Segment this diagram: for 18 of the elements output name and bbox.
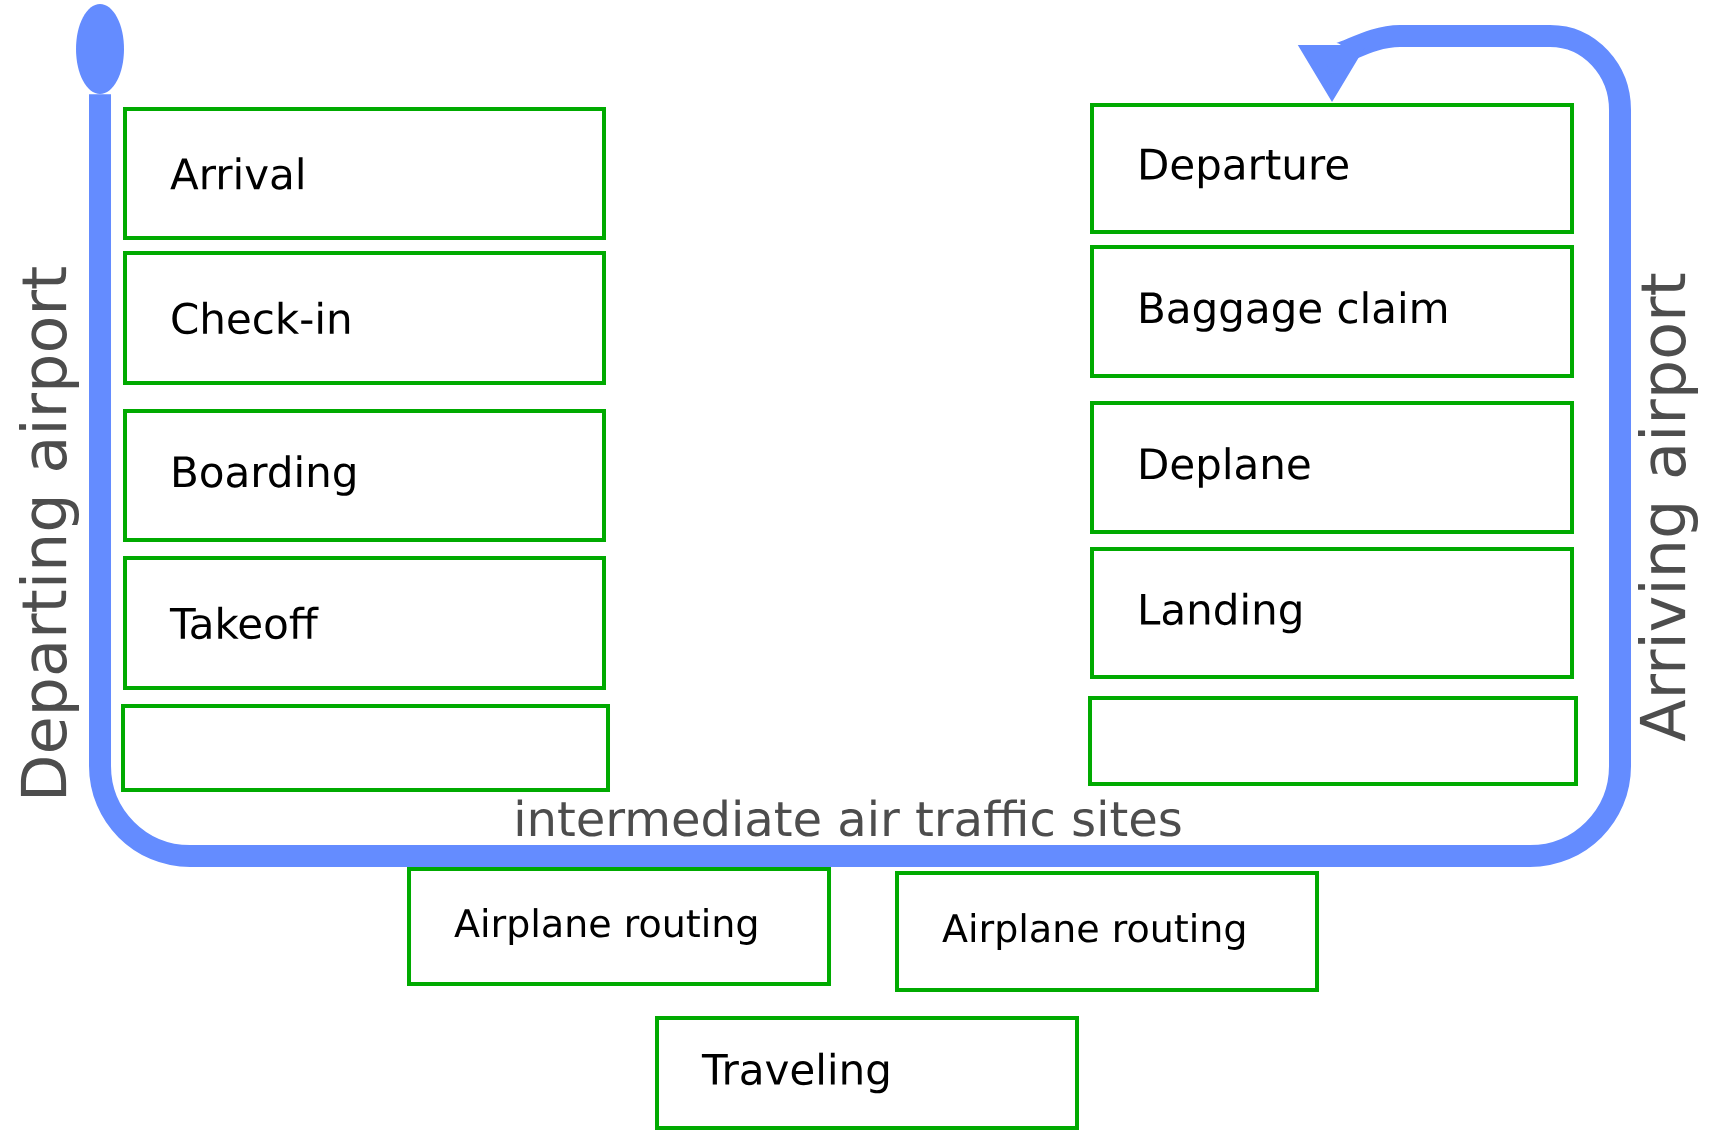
flow-arrow <box>89 25 1631 867</box>
side-label: Arriving airport <box>1638 273 1698 742</box>
process-box: Departure <box>1090 103 1574 234</box>
process-box: Arrival <box>123 107 606 240</box>
process-box: Airplane routing <box>407 867 831 986</box>
empty-box <box>1088 696 1578 786</box>
process-box: Baggage claim <box>1090 245 1574 378</box>
empty-box <box>121 704 610 792</box>
process-box: Landing <box>1090 547 1574 679</box>
side-label: Departing airport <box>19 267 79 797</box>
process-box: Check-in <box>123 251 606 385</box>
process-box: Traveling <box>655 1016 1079 1130</box>
process-box: Takeoff <box>123 556 606 690</box>
process-box: Airplane routing <box>895 871 1319 992</box>
start-ellipse <box>76 4 124 94</box>
region-label: intermediate air traffic sites <box>517 799 1181 837</box>
process-box: Deplane <box>1090 401 1574 534</box>
process-box: Boarding <box>123 409 606 542</box>
